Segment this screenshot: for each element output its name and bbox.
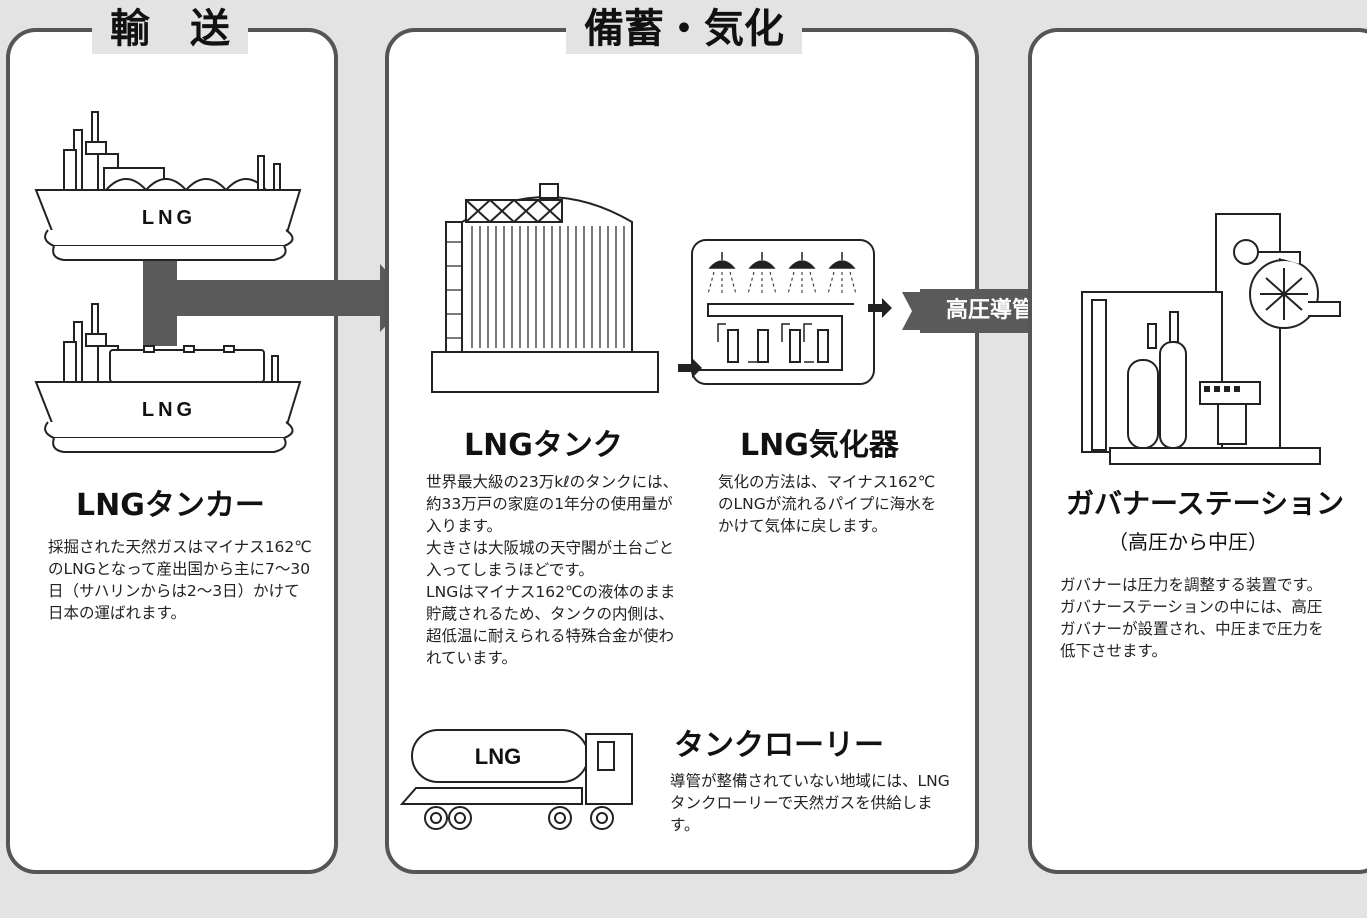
lng-tank-heading: LNGタンク <box>464 428 623 463</box>
tank-lorry-text: 導管が整備されていない地域には、LNGタンクローリーで天然ガスを供給します。 <box>670 772 950 834</box>
ship-label-2: LNG <box>142 399 196 421</box>
lng-tanker-ship-icon: LNG <box>34 111 302 261</box>
storage-title: 備蓄・気化 <box>566 4 802 54</box>
lng-tanker-ship-icon-2: LNG <box>34 303 302 453</box>
lng-tank-icon <box>431 183 659 393</box>
lng-tank-text: 世界最大級の23万kℓのタンクには、約33万戸の家庭の1年分の使用量が入ります。… <box>426 473 679 667</box>
lng-vaporizer-heading: LNG気化器 <box>740 428 899 463</box>
governor-subheading: （高圧から中圧） <box>1108 530 1268 554</box>
lng-tanker-heading: LNGタンカー <box>76 488 265 523</box>
tank-lorry-heading: タンクローリー <box>674 728 884 763</box>
lorry-label: LNG <box>475 744 521 769</box>
governor-heading: ガバナーステーション <box>1066 487 1345 520</box>
governor-text: ガバナーは圧力を調整する装置です。ガバナーステーションの中には、高圧ガバナーが設… <box>1060 576 1324 660</box>
transport-title: 輸 送 <box>92 4 248 54</box>
tank-lorry-icon: LNG <box>399 729 633 830</box>
lng-vaporizer-icon <box>678 239 892 385</box>
lng-tanker-text: 採掘された天然ガスはマイナス162℃のLNGとなって産出国から主に7～30日（サ… <box>48 538 312 622</box>
governor-station-icon <box>1081 213 1341 465</box>
ship-label-1: LNG <box>142 207 196 229</box>
lng-vaporizer-text: 気化の方法は、マイナス162℃のLNGが流れるパイプに海水をかけて気体に戻します… <box>718 473 937 535</box>
